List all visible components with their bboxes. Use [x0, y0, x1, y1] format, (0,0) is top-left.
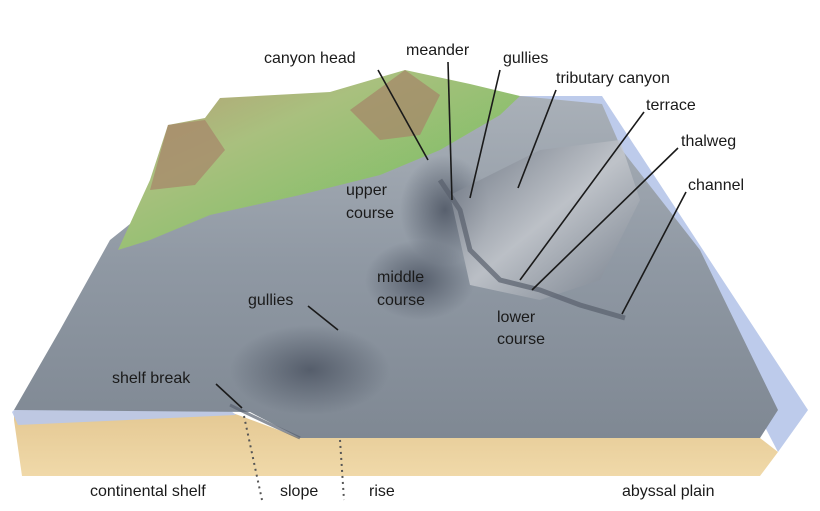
label-gullies-left: gullies	[248, 292, 293, 309]
leader-channel	[621, 191, 687, 315]
label-channel: channel	[688, 177, 744, 194]
label-thalweg: thalweg	[681, 133, 736, 150]
label-tributary-canyon: tributary canyon	[556, 70, 670, 87]
leader-terrace	[519, 111, 645, 281]
shelf-break-edge	[229, 403, 301, 440]
leader-gullies-top	[469, 69, 501, 199]
canyon-lower-shade	[230, 325, 390, 415]
leader-gullies-left	[307, 305, 339, 331]
slope-rise-divider	[339, 439, 345, 501]
label-middle-course-line1: middle	[377, 269, 424, 286]
sediment-layer	[14, 410, 778, 476]
label-shelf-break: shelf break	[112, 370, 191, 387]
zone-slope: slope	[280, 483, 318, 500]
canyon-ridges	[450, 140, 640, 300]
mountain-peak-right	[350, 70, 440, 140]
leader-canyon-head	[377, 69, 429, 161]
label-upper-course-line2: course	[346, 205, 394, 222]
leader-shelf-break	[215, 383, 243, 409]
zone-rise: rise	[369, 483, 395, 500]
label-gullies-top: gullies	[503, 50, 548, 67]
canyon-middle-shade	[365, 240, 475, 320]
leader-tributary-canyon	[517, 89, 557, 189]
shelf-slope-divider	[243, 415, 263, 501]
leader-meander	[447, 61, 453, 201]
label-lower-course-line2: course	[497, 331, 545, 348]
label-canyon-head: canyon head	[264, 50, 356, 67]
leader-thalweg	[531, 147, 679, 291]
zone-abyssal-plain: abyssal plain	[622, 483, 715, 500]
zone-continental-shelf: continental shelf	[90, 483, 206, 500]
label-terrace: terrace	[646, 97, 696, 114]
water-front-wall	[12, 410, 236, 425]
label-middle-course-line2: course	[377, 292, 425, 309]
label-upper-course-line1: upper	[346, 182, 388, 199]
mountain-peak-left	[150, 120, 225, 190]
canyon-channel	[437, 178, 626, 321]
label-meander: meander	[406, 42, 470, 59]
label-lower-course-line1: lower	[497, 309, 536, 326]
